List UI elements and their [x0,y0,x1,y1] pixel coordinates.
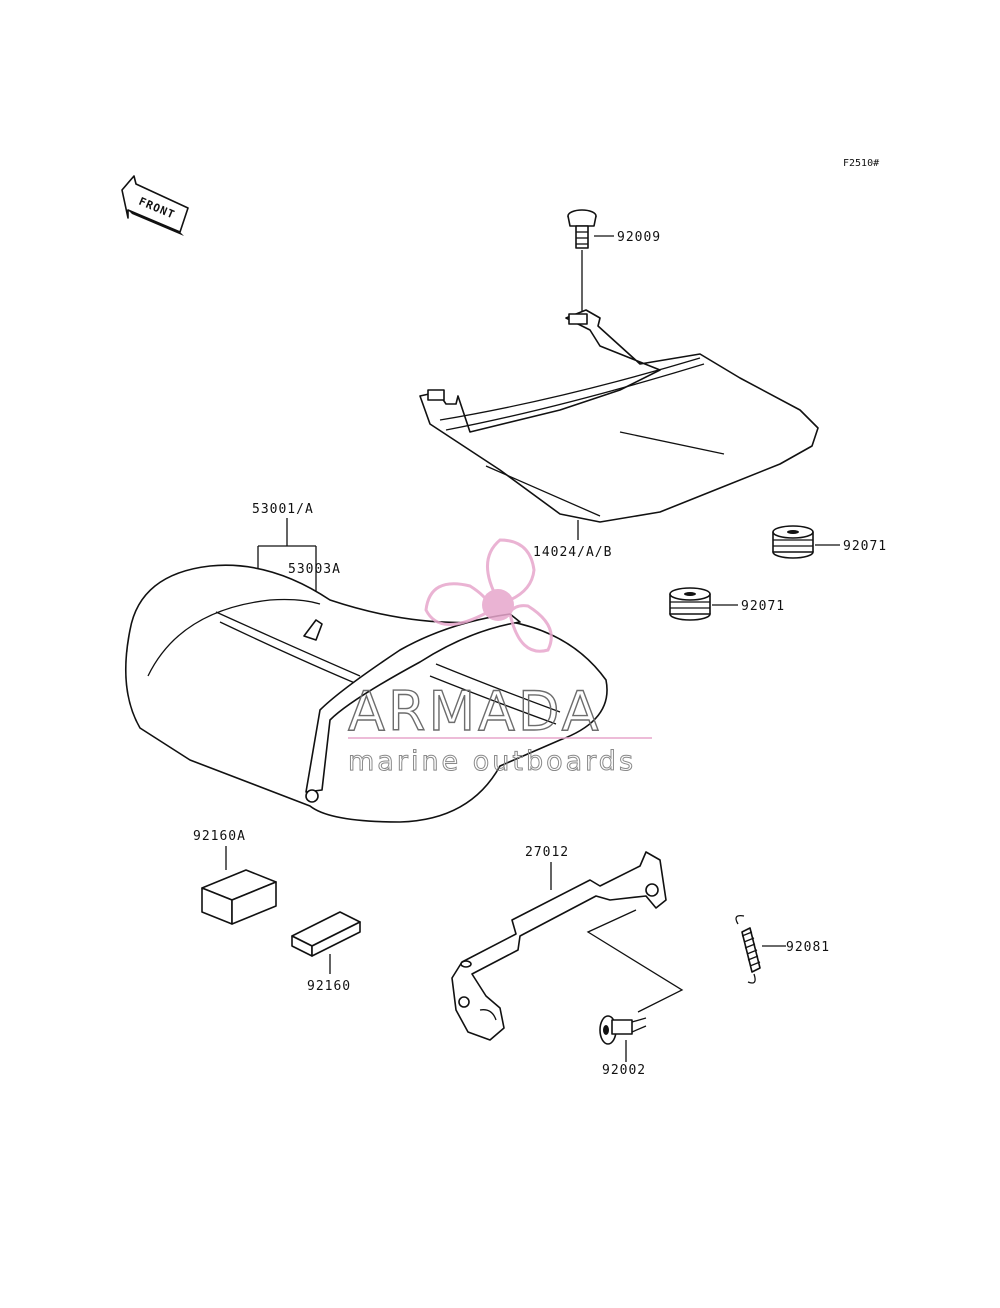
watermark-tagline: marine outboards [348,746,636,777]
watermark-logo [424,538,553,653]
seat-cover [419,309,819,523]
watermark-brand: ARMADA [348,680,602,743]
pad-large [201,869,277,925]
label-hinge-bracket: 27012 [525,845,569,860]
pad-small [291,911,361,957]
damper-lower [669,587,738,621]
label-damper-lower: 92071 [741,599,785,614]
label-seat-tag: 53003A [288,562,341,577]
label-seat-cover: 14024/A/B [533,545,612,560]
seat [124,564,608,823]
label-bracket-bolt: 92002 [602,1063,646,1078]
label-pad-large: 92160A [193,829,246,844]
spring [735,915,786,984]
hinge-bracket [451,851,667,1041]
front-arrow-icon: FRONT [121,175,189,236]
label-seat: 53001/A [252,502,314,517]
label-cover-bolt: 92009 [617,230,661,245]
diagram-code: F2510# [843,158,879,169]
bracket-bolt-leader [586,909,684,1013]
seat-leader [257,518,317,612]
label-damper-upper: 92071 [843,539,887,554]
label-spring: 92081 [786,940,830,955]
cover-bolt [567,209,614,249]
label-pad-small: 92160 [307,979,351,994]
damper-upper [772,525,840,559]
bracket-bolt [599,1015,647,1045]
